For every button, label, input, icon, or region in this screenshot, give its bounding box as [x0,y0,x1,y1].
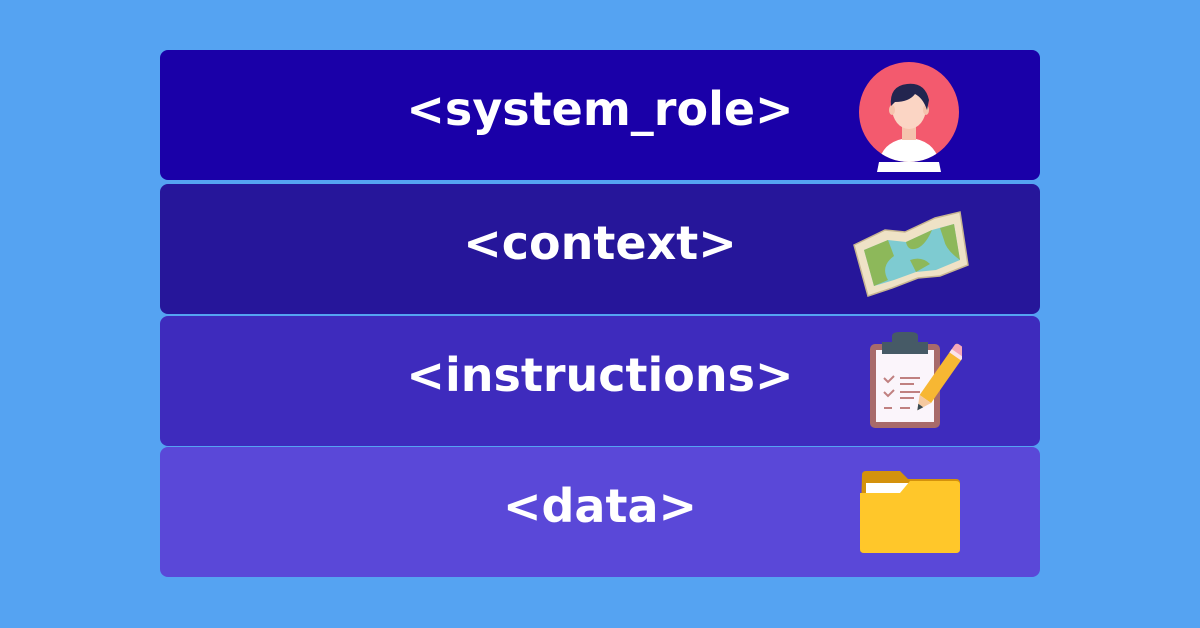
layer-context: <context> [160,184,1040,314]
layer-label: <instructions> [406,348,794,402]
layer-data: <data> [160,447,1040,577]
clipboard-pencil-icon [870,332,962,428]
layer-system-role: <system_role> [160,50,1040,180]
layer-label: <data> [502,479,698,533]
person-avatar-icon [859,62,959,172]
map-icon [853,211,969,297]
layer-instructions: <instructions> [160,316,1040,446]
layer-label: <context> [463,216,737,270]
folder-icon [860,471,960,553]
layer-label: <system_role> [406,82,794,136]
